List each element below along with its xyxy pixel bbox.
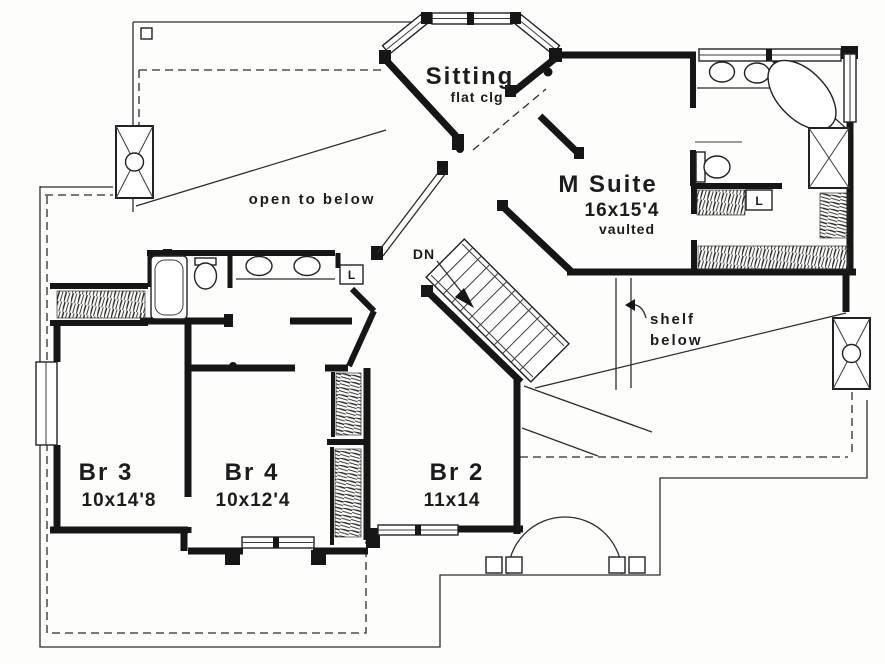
br3-closet — [56, 290, 146, 319]
ceiling-break-line — [472, 88, 547, 151]
door-hinge-dot — [543, 67, 553, 77]
porch-post — [505, 556, 523, 574]
door-jambs — [163, 67, 584, 370]
annotation-shelf: shelf — [650, 311, 695, 328]
open-below-railing — [377, 168, 447, 257]
sink — [708, 61, 736, 83]
sink — [293, 255, 321, 277]
labels: Sitting flat clg M Suite 16x15'4 vaulted… — [79, 63, 703, 511]
room-label-br4: Br 4 — [225, 459, 280, 486]
master-bath-fixtures — [695, 58, 851, 189]
room-dims-br4: 10x12'4 — [216, 490, 291, 511]
chimney-left — [115, 125, 154, 199]
porch-below — [225, 516, 646, 575]
porch-post — [608, 556, 626, 574]
toilet — [703, 155, 731, 179]
room-dims-msuite: 16x15'4 — [585, 200, 660, 221]
toilet — [193, 262, 218, 290]
annotation-dn: DN — [413, 246, 435, 262]
sink — [743, 62, 771, 84]
roof-post — [140, 27, 153, 40]
room-label-msuite: M Suite — [558, 171, 657, 198]
linen-hall-label: L — [348, 268, 355, 282]
door-hinge-dot — [456, 145, 464, 153]
deck-post — [311, 550, 326, 565]
corner-tub — [767, 59, 837, 131]
room-dims-br3: 10x14'8 — [82, 490, 157, 511]
master-closet-a — [696, 189, 746, 216]
sink — [245, 255, 273, 277]
br4-closet-lower — [334, 448, 362, 538]
bay-window-left — [381, 13, 429, 56]
annotation-shelf-below: below — [650, 332, 703, 349]
bathtub — [150, 255, 188, 320]
arch-window — [507, 516, 623, 575]
room-label-br3: Br 3 — [79, 459, 134, 486]
room-label-sitting: Sitting — [426, 63, 515, 90]
porch-post — [628, 556, 646, 574]
room-dims-br2: 11x14 — [424, 490, 481, 511]
door-hinge-dot — [229, 362, 237, 370]
linen-master: L — [745, 189, 773, 211]
room-note-msuite: vaulted — [599, 221, 655, 237]
room-note-sitting: flat clg — [450, 89, 503, 105]
master-closet-c — [697, 245, 849, 270]
linen-hall: L — [339, 264, 364, 285]
hall-bath-fixtures — [150, 255, 335, 320]
porch-post — [485, 556, 503, 574]
master-closet-b — [819, 192, 849, 239]
deck-post — [225, 550, 240, 565]
br4-closet-upper — [335, 372, 362, 436]
chimney-right — [832, 317, 871, 390]
walls — [50, 51, 856, 555]
roof-outline — [39, 21, 868, 648]
dn-arrow-icon — [455, 288, 474, 308]
room-label-br2: Br 2 — [430, 459, 485, 486]
closets — [56, 189, 849, 538]
annotation-open-below: open to below — [249, 191, 376, 208]
linen-master-label: L — [755, 194, 762, 208]
windows — [35, 12, 858, 549]
shelf-arrow-icon — [625, 299, 647, 319]
staircase — [425, 238, 570, 383]
